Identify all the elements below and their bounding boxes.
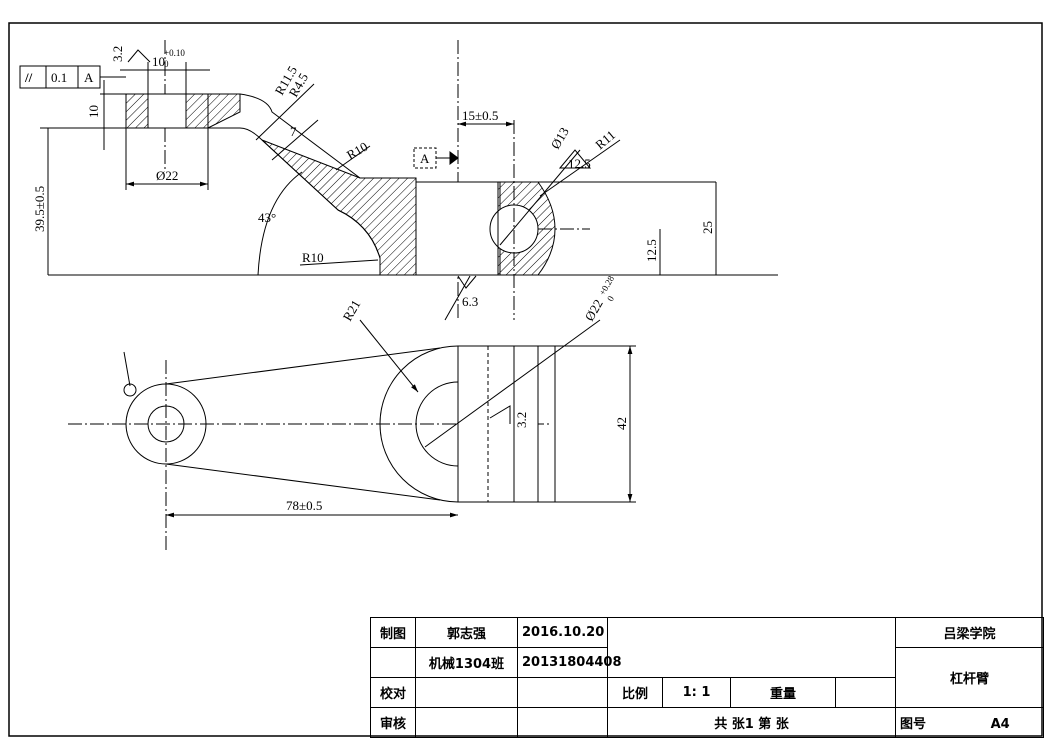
dim-r10-upper: R10 [344, 139, 370, 163]
blank-cell [415, 707, 518, 738]
dim-22-bore: Ø22 [582, 297, 606, 324]
blank-area [606, 617, 897, 678]
dim-7: 7 [290, 124, 297, 139]
blank-cell [517, 707, 608, 738]
dim-r11: R11 [592, 127, 618, 152]
title-block: 制图 郭志强 2016.10.20 吕梁学院 机械1304班 201318044… [370, 617, 1045, 738]
roughness-6-3: 6.3 [462, 294, 478, 309]
review-label: 审核 [370, 707, 416, 738]
dim-12-5: 12.5 [644, 239, 659, 262]
blank-cell [834, 677, 897, 708]
section-view [19, 40, 778, 321]
dim-r21: R21 [340, 297, 364, 323]
dim-43: 43° [258, 210, 276, 225]
drawn-by: 郭志强 [415, 617, 518, 648]
datum-label: A [420, 151, 430, 166]
gdt-symbol: // [24, 70, 33, 85]
dim-13: Ø13 [548, 125, 572, 152]
drawn-label: 制图 [370, 617, 416, 648]
roughness-3-2: 3.2 [514, 412, 529, 428]
blank-cell [370, 647, 416, 678]
dim-bore-width-tol-lower: 0 [164, 59, 169, 69]
scale-label: 比例 [607, 677, 663, 708]
weight-label: 重量 [730, 677, 836, 708]
drawn-date: 2016.10.20 [517, 617, 608, 648]
drawing-number: 图号 A4 [895, 707, 1045, 738]
plan-view [68, 319, 636, 550]
class-name: 机械1304班 [415, 647, 518, 678]
drawing-no: A4 [990, 717, 1010, 732]
blank-cell [415, 677, 518, 708]
dim-bore-width: 10 [152, 54, 165, 69]
gdt-tolerance: 0.1 [51, 70, 67, 85]
sheets-text: 共 张1 第 张 [606, 707, 897, 738]
dim-r10-lower: R10 [302, 250, 324, 265]
roughness-top: 3.2 [110, 46, 125, 62]
scale-value: 1: 1 [662, 677, 731, 708]
gdt-datum: A [84, 70, 94, 85]
roughness-12-5: 12.5 [568, 156, 591, 171]
dim-78: 78±0.5 [286, 498, 322, 513]
dim-bore-width-tol-upper: +0.10 [164, 48, 185, 58]
drawing-no-label: 图号 [900, 717, 927, 732]
dim-22-bore-tol-lower: 0 [605, 294, 616, 303]
dim-25: 25 [700, 221, 715, 234]
institution: 吕梁学院 [895, 617, 1045, 648]
student-id: 20131804408 [517, 647, 622, 678]
dim-10: 10 [86, 105, 101, 118]
check-label: 校对 [370, 677, 416, 708]
part-name: 杠杆臂 [895, 647, 1045, 708]
dim-15: 15±0.5 [462, 108, 498, 123]
blank-cell [517, 677, 608, 708]
dim-22-bore-tol-upper: +0.28 [597, 274, 616, 297]
dim-42: 42 [614, 417, 629, 430]
dim-22: Ø22 [156, 168, 178, 183]
dim-39-5: 39.5±0.5 [32, 186, 47, 232]
